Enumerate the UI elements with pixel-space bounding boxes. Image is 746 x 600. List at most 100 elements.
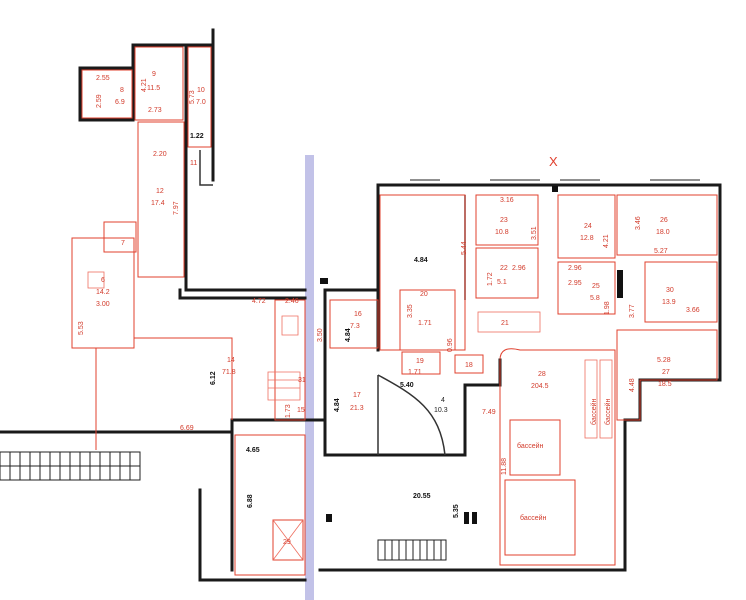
dim-2: 2.59 [96,94,103,108]
dim-10: 5.53 [78,321,85,335]
room-16-area: 7.3 [350,323,360,330]
room-28-number: 28 [538,371,546,378]
dim-3: 4.21 [141,78,148,92]
dim-41: 5.28 [657,357,671,364]
dim-29: 3.16 [500,197,514,204]
dim-33: 4.21 [603,234,610,248]
room-28-area: 204.5 [531,383,549,390]
dim-17: 4.84 [334,398,341,412]
room-16-number: 16 [354,311,362,318]
dim-35: 2.95 [568,280,582,287]
pool-label-1: бассейн [517,442,544,450]
room-25-number: 25 [592,283,600,290]
stair-right [377,539,447,561]
room-24-area: 12.8 [580,235,594,242]
room-24-number: 24 [584,223,592,230]
right-wing-rooms [329,194,718,566]
room-19-number: 19 [416,358,424,365]
dim-6: 1.22 [190,133,204,140]
dim-37: 3.46 [635,216,642,230]
room-18-number: 18 [465,362,473,369]
room-8-area: 6.9 [115,99,125,106]
dim-11: 4.72 [252,298,266,305]
dim-38: 5.27 [654,248,668,255]
room-21-number: 21 [501,320,509,327]
room-9-number: 9 [152,71,156,78]
room-12-number: 12 [156,188,164,195]
dim-31: 2.96 [512,265,526,272]
room-6-number: 6 [101,277,105,284]
room-6-area: 14.2 [96,289,110,296]
room-22-area: 5.1 [497,279,507,286]
dim-20: 6.88 [247,494,254,508]
room-25-area: 5.8 [590,295,600,302]
room-27-area: 18.5 [658,381,672,388]
room-23-number: 23 [500,217,508,224]
dim-8: 7.97 [173,201,180,215]
pool-label-2: бассейн [520,514,547,522]
dim-7: 2.20 [153,151,167,158]
room-10-number: 10 [197,87,205,94]
dim-27: 5.40 [400,382,414,389]
dim-1: 2.55 [96,75,110,82]
dim-25: 0.96 [447,338,454,352]
dim-43: 11.88 [501,458,508,475]
dim-45: 5.35 [453,504,460,518]
room-14-number: 14 [227,357,235,364]
room-17-area: 21.3 [350,405,364,412]
dim-30: 3.51 [531,226,538,240]
dim-26: 1.71 [408,369,422,376]
room-7-number: 7 [121,240,125,247]
room-4-area: 10.3 [434,407,448,414]
room-31-number: 31 [298,377,306,384]
dim-22: 5.44 [461,241,468,255]
dim-13: 6.12 [210,371,217,385]
room-11-number: 11 [190,160,197,167]
dim-39: 3.77 [629,304,636,318]
room-10-area: 7.0 [196,99,206,106]
room-23-area: 10.8 [495,229,509,236]
left-wing-rooms [71,46,306,576]
room-26-number: 26 [660,217,668,224]
dim-34: 2.96 [568,265,582,272]
pool-label-3: бассейн [590,398,598,425]
dim-12: 2.46 [285,298,299,305]
room-4-number: 4 [441,397,445,404]
room-15-number: 15 [297,407,305,414]
dim-24: 1.71 [418,320,432,327]
dim-32: 1.72 [487,272,494,286]
dim-23: 3.35 [407,304,414,318]
dim-42: 4.48 [629,378,636,392]
dim-28: 7.49 [482,409,496,416]
dim-4: 2.73 [148,107,162,114]
left-wing-walls [0,28,327,582]
dim-44: 20.55 [413,493,431,500]
room-30-area: 13.9 [662,299,676,306]
room-27-number: 27 [662,369,670,376]
stair-left [0,451,141,481]
dimension-labels: 2.55 2.59 4.21 2.73 5.73 1.22 2.20 7.97 … [78,75,700,518]
room-30-number: 30 [666,287,674,294]
room-29-number: 29 [283,539,291,546]
dim-14: 6.69 [180,425,194,432]
dim-36: 1.98 [604,301,611,315]
scan-seam [305,155,314,600]
room-14-area: 71.8 [222,369,236,376]
pool-labels: бассейн бассейн бассейн бассейн [517,398,612,522]
dim-16: 4.84 [345,328,352,342]
dim-21: 4.84 [414,257,428,264]
dim-19: 4.65 [246,447,260,454]
dim-5: 5.73 [189,90,196,104]
room-9-area: 11.5 [147,85,160,92]
room-26-area: 18.0 [656,229,670,236]
room-8-number: 8 [120,87,124,94]
dim-9: 3.00 [96,301,110,308]
dim-15: 3.50 [317,328,324,342]
room-labels: 8 6.9 9 11.5 10 7.0 11 7 12 17.4 6 14.2 … [96,71,676,546]
room-20-number: 20 [420,291,428,298]
plan-marker-x: X [549,154,558,169]
room-22-number: 22 [500,265,508,272]
dim-40: 3.66 [686,307,700,314]
room-12-area: 17.4 [151,200,165,207]
